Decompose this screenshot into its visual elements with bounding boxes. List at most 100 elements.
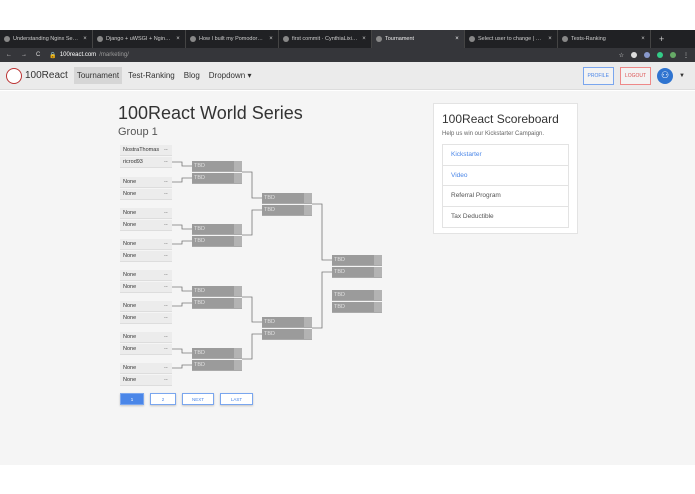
close-icon[interactable]: × <box>641 36 645 42</box>
match-slot: TBD <box>332 255 382 266</box>
player-name: None <box>123 303 137 309</box>
browser-tab[interactable]: first commit · CynthiaLixin...× <box>279 30 372 48</box>
close-icon[interactable]: × <box>83 36 87 42</box>
close-icon[interactable]: × <box>548 36 552 42</box>
nav-blog[interactable]: Blog <box>183 71 200 80</box>
player-score: -- <box>164 284 168 290</box>
menu-icon[interactable]: ⋮ <box>683 52 689 59</box>
match-score <box>304 317 312 327</box>
group-title: Group 1 <box>118 126 158 138</box>
close-icon[interactable]: × <box>269 36 273 42</box>
connector-line <box>312 271 332 329</box>
match-slot: TBD <box>332 290 382 301</box>
player-score: -- <box>164 303 168 309</box>
player-score: -- <box>164 272 168 278</box>
connector-line <box>242 296 262 323</box>
scoreboard-item-tax-deductible[interactable]: Tax Deductible <box>451 213 494 221</box>
player-score: -- <box>164 346 168 352</box>
back-icon[interactable]: ← <box>6 52 12 58</box>
match-slot: TBD <box>192 173 242 184</box>
match-score <box>304 329 312 339</box>
browser-tab[interactable]: Django + uWSGI + Nginx + ... × <box>93 30 186 48</box>
browser-tab-bar: Understanding Nginx Server×Django + uWSG… <box>0 30 695 48</box>
nav-dropdown[interactable]: Dropdown ▾ <box>208 71 252 80</box>
player-name: None <box>123 222 137 228</box>
star-icon[interactable]: ☆ <box>618 52 624 59</box>
player-slot: None-- <box>120 363 172 374</box>
browser-tab[interactable]: How I built my Pomodoro Cl...× <box>186 30 279 48</box>
user-icon: ⚇ <box>661 70 670 80</box>
match-team: TBD <box>264 207 275 213</box>
reload-icon[interactable]: C <box>36 52 41 58</box>
page-button-1[interactable]: 1 <box>120 393 144 405</box>
player-slot: None-- <box>120 251 172 262</box>
player-name: ricrod93 <box>123 159 143 165</box>
player-name: None <box>123 315 137 321</box>
browser-tab[interactable]: Select user to change | Dja...× <box>465 30 558 48</box>
browser-tab[interactable]: Tournament× <box>372 30 465 48</box>
page-title: 100React World Series <box>118 103 303 123</box>
browser-tab[interactable]: Understanding Nginx Server × <box>0 30 93 48</box>
player-name: None <box>123 210 137 216</box>
player-score: -- <box>164 315 168 321</box>
tab-title: Django + uWSGI + Nginx + ... <box>106 36 172 42</box>
player-name: None <box>123 346 137 352</box>
scoreboard-item-kickstarter[interactable]: Kickstarter <box>443 145 568 166</box>
nav-test-ranking[interactable]: Test-Ranking <box>128 71 175 80</box>
connector-line <box>242 209 262 236</box>
match-score <box>234 360 242 370</box>
connector-line <box>172 302 192 307</box>
forward-icon[interactable]: → <box>21 52 27 58</box>
match-slot: TBD <box>332 267 382 278</box>
main-content: 100React World Series Group 1 NostraThom… <box>0 91 695 465</box>
player-score: -- <box>164 334 168 340</box>
player-score: -- <box>164 179 168 185</box>
url-field[interactable]: 🔒100react.com/marketing/ <box>49 51 129 59</box>
nav-tournament[interactable]: Tournament <box>73 67 123 84</box>
extension-icon[interactable] <box>670 52 676 58</box>
page-button-last[interactable]: LAST <box>220 393 253 405</box>
new-tab-icon[interactable]: + <box>659 34 665 44</box>
match-score <box>374 255 382 265</box>
player-name: None <box>123 365 137 371</box>
favicon-icon <box>283 36 289 42</box>
player-slot: None-- <box>120 375 172 386</box>
match-team: TBD <box>194 175 205 181</box>
page-button-2[interactable]: 2 <box>150 393 176 405</box>
match-team: TBD <box>194 362 205 368</box>
caret-down-icon[interactable]: ▼ <box>679 72 685 79</box>
player-slot: None-- <box>120 239 172 250</box>
logout-button[interactable]: LOGOUT <box>619 66 652 85</box>
scoreboard-item-referral-program[interactable]: Referral Program <box>443 186 568 207</box>
page-button-next[interactable]: NEXT <box>182 393 214 405</box>
close-icon[interactable]: × <box>455 36 459 42</box>
favicon-icon <box>562 36 568 42</box>
extension-icon[interactable] <box>657 52 663 58</box>
logo[interactable] <box>6 67 22 84</box>
match-team: TBD <box>334 269 345 275</box>
favicon-icon <box>469 36 475 42</box>
favicon-icon <box>4 36 10 42</box>
match-slot: TBD <box>262 329 312 340</box>
profile-button[interactable]: PROFILE <box>582 66 614 85</box>
match-team: TBD <box>264 319 275 325</box>
scoreboard-item-video[interactable]: Video <box>443 166 568 186</box>
avatar[interactable]: ⚇ <box>657 67 674 84</box>
brand[interactable]: 100React <box>25 70 68 81</box>
player-score: -- <box>164 222 168 228</box>
match-slot: TBD <box>262 205 312 216</box>
player-slot: NostraThomas-- <box>120 145 172 156</box>
connector-line <box>312 203 332 261</box>
close-icon[interactable]: × <box>362 36 366 42</box>
player-slot: None-- <box>120 270 172 281</box>
tab-title: Understanding Nginx Server <box>13 36 79 42</box>
browser-tab[interactable]: Tests-Ranking× <box>558 30 651 48</box>
player-score: -- <box>164 159 168 165</box>
close-icon[interactable]: × <box>176 36 180 42</box>
extension-icon[interactable] <box>644 52 650 58</box>
extension-icon[interactable] <box>631 52 637 58</box>
match-slot: TBD <box>192 360 242 371</box>
match-slot: TBD <box>262 317 312 328</box>
favicon-icon <box>190 36 196 42</box>
